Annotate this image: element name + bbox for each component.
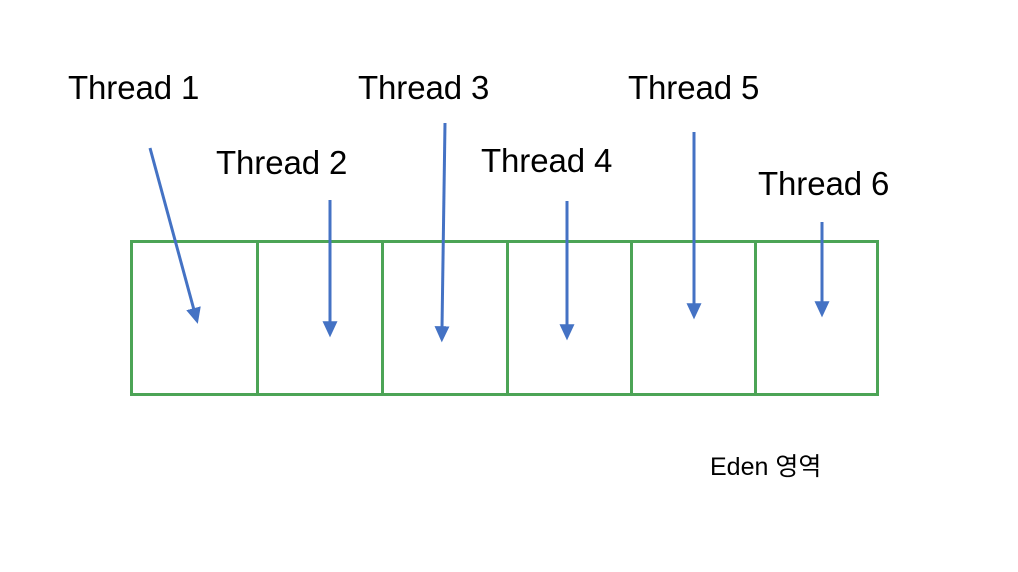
eden-cell-divider-4 [630,240,633,396]
eden-cell-divider-2 [381,240,384,396]
eden-cell-divider-1 [256,240,259,396]
thread-5-label: Thread 5 [628,69,760,106]
eden-region-label: Eden 영역 [710,453,822,481]
eden-space-box [130,240,879,396]
thread-6-label: Thread 6 [758,165,890,202]
eden-cell-divider-3 [506,240,509,396]
eden-cell-divider-5 [754,240,757,396]
thread-3-label: Thread 3 [358,69,490,106]
thread-2-label: Thread 2 [216,144,348,181]
thread-1-label: Thread 1 [68,69,200,106]
thread-4-label: Thread 4 [481,142,613,179]
